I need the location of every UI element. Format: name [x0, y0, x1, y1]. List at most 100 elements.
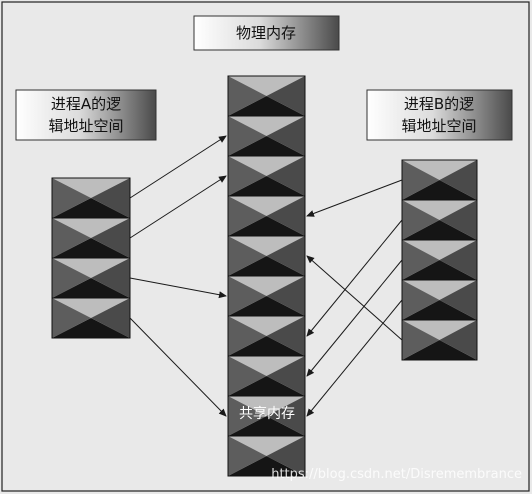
block-top-facet [228, 196, 305, 216]
mapping-arrow [306, 219, 403, 337]
block-left-facet [52, 258, 91, 298]
process-b-block [401, 159, 478, 201]
physical-memory-block [227, 75, 306, 117]
block-bottom-facet [228, 176, 305, 196]
block-left-facet [228, 436, 267, 476]
process-a-block [51, 257, 131, 299]
block-left-facet [228, 196, 267, 236]
block-right-facet [266, 116, 305, 156]
physical-memory-title-box: 物理内存 [193, 15, 340, 51]
block-left-facet [402, 280, 440, 320]
mapping-arrows [129, 135, 403, 417]
block-bottom-facet [402, 180, 477, 200]
physical-memory-title: 物理内存 [236, 24, 296, 42]
block-top-facet [228, 356, 305, 376]
block-left-facet [228, 316, 267, 356]
block-top-facet [52, 178, 130, 198]
block-bottom-facet [228, 456, 305, 476]
block-bottom-facet [402, 220, 477, 240]
block-bottom-facet [402, 260, 477, 280]
block-right-facet [266, 236, 305, 276]
block-bottom-facet [52, 318, 130, 338]
block-left-facet [402, 320, 440, 360]
mapping-arrow [129, 175, 227, 239]
watermark-text: https://blog.csdn.net/Disremembrance [271, 467, 522, 482]
block-left-facet [228, 76, 267, 116]
block-left-facet [402, 160, 440, 200]
physical-memory-block [227, 355, 306, 397]
physical-memory-block [227, 115, 306, 157]
block-right-facet [91, 218, 130, 258]
block-bottom-facet [52, 198, 130, 218]
block-bottom-facet [228, 416, 305, 436]
block-bottom-facet [228, 336, 305, 356]
block-right-facet [439, 200, 477, 240]
block-right-facet [266, 396, 305, 436]
physical-memory-block [227, 395, 306, 437]
block-bottom-facet [228, 296, 305, 316]
block-left-facet [228, 356, 267, 396]
block-top-facet [228, 156, 305, 176]
block-right-facet [266, 196, 305, 236]
physical-memory-block [227, 195, 306, 237]
block-top-facet [402, 160, 477, 180]
physical-memory-block [227, 275, 306, 317]
process-b-title-box: 进程B的逻 辑地址空间 [366, 89, 513, 141]
mapping-arrow [306, 299, 403, 417]
process-b-block [401, 279, 478, 321]
block-bottom-facet [228, 136, 305, 156]
block-right-facet [266, 436, 305, 476]
block-top-facet [402, 320, 477, 340]
block-right-facet [439, 240, 477, 280]
mapping-arrow [306, 179, 403, 217]
process-a-block [51, 297, 131, 339]
process-b-block [401, 199, 478, 241]
block-right-facet [266, 76, 305, 116]
block-left-facet [52, 218, 91, 258]
process-a-block-stack [51, 177, 131, 339]
block-top-facet [52, 298, 130, 318]
block-bottom-facet [228, 216, 305, 236]
block-right-facet [91, 298, 130, 338]
block-right-facet [91, 258, 130, 298]
block-right-facet [91, 178, 130, 218]
block-left-facet [228, 116, 267, 156]
block-bottom-facet [402, 340, 477, 360]
process-b-title-line2: 辑地址空间 [401, 117, 476, 135]
block-bottom-facet [402, 300, 477, 320]
block-left-facet [52, 298, 91, 338]
block-top-facet [228, 116, 305, 136]
physical-memory-block [227, 435, 306, 477]
process-b-block-stack [401, 159, 478, 361]
block-right-facet [439, 320, 477, 360]
block-left-facet [402, 200, 440, 240]
process-a-block [51, 177, 131, 219]
mapping-arrow [306, 255, 403, 341]
physical-memory-block-stack [227, 75, 306, 477]
physical-memory-block [227, 235, 306, 277]
mapping-arrow [129, 317, 227, 417]
block-top-facet [402, 240, 477, 260]
block-left-facet [228, 276, 267, 316]
process-b-block [401, 239, 478, 281]
physical-memory-block [227, 155, 306, 197]
block-left-facet [228, 156, 267, 196]
process-b-block [401, 319, 478, 361]
process-a-title-box: 进程A的逻 辑地址空间 [15, 89, 157, 141]
block-bottom-facet [52, 238, 130, 258]
block-top-facet [52, 218, 130, 238]
block-top-facet [52, 258, 130, 278]
block-top-facet [228, 436, 305, 456]
mapping-arrow [306, 259, 403, 377]
block-left-facet [52, 178, 91, 218]
block-left-facet [228, 236, 267, 276]
block-top-facet [228, 396, 305, 416]
block-right-facet [439, 280, 477, 320]
block-bottom-facet [228, 96, 305, 116]
block-right-facet [266, 276, 305, 316]
shared-memory-label: 共享内存 [239, 405, 295, 422]
block-left-facet [402, 240, 440, 280]
block-top-facet [402, 280, 477, 300]
block-right-facet [439, 160, 477, 200]
